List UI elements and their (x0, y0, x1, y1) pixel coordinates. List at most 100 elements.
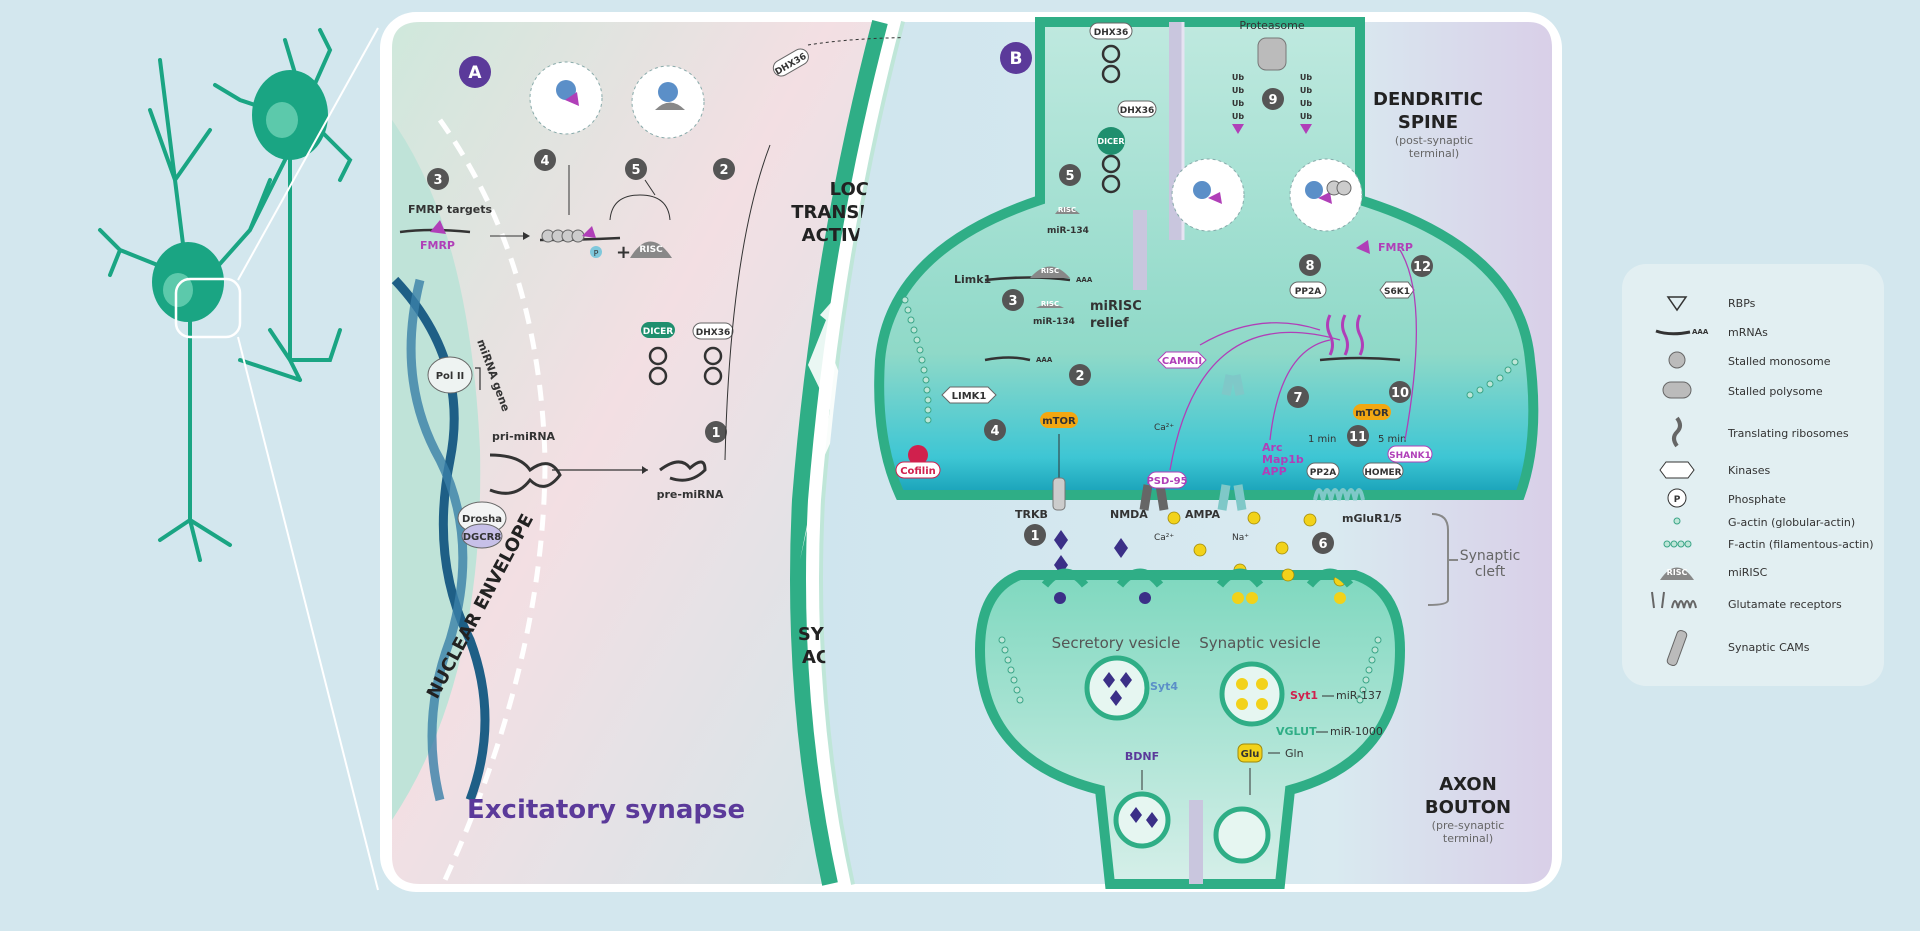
zoom-box (174, 277, 242, 339)
glutamate-receptor-icon (1651, 591, 1697, 609)
b-step-11-text: 11 (1349, 430, 1367, 445)
ub-label-2: Ub (1232, 86, 1244, 95)
b-step-9-text: 9 (1268, 93, 1277, 108)
aaa-b1: AAA (1076, 276, 1093, 284)
legend-item-10: miRISC (1728, 566, 1768, 579)
psd95-label: PSD-95 (1146, 476, 1187, 487)
b-step-5-text: 5 (1065, 169, 1074, 184)
arc-label: Arc (1262, 441, 1282, 454)
ub-label-5: Ub (1300, 73, 1312, 82)
b-step-2-text: 2 (1075, 369, 1084, 384)
fmrp-targets-label: FMRP targets (408, 203, 493, 216)
nuclear-envelope-line (437, 118, 548, 882)
bouton-sub-1: (pre-synaptic (1432, 819, 1505, 832)
ampa-label: AMPA (1185, 508, 1221, 521)
ub-label-4: Ub (1232, 112, 1244, 121)
b-step-12-text: 12 (1413, 260, 1431, 275)
legend: RBPs AAA mRNAs Stalled monosome Stalled … (1622, 264, 1884, 686)
map1b-label: Map1b (1262, 453, 1304, 466)
b-step-10 (1389, 381, 1411, 403)
dhx36-label-b1: DHX36 (1094, 28, 1128, 38)
b-step-4 (984, 419, 1006, 441)
ub-label-7: Ub (1300, 99, 1312, 108)
a-step-2-text: 2 (719, 163, 728, 178)
b-step-8-text: 8 (1305, 259, 1314, 274)
homer-label: HOMER (1364, 468, 1401, 478)
risc-b2: RISC (1041, 267, 1059, 275)
secretory-vesicle (1084, 655, 1150, 721)
kinase-icon (1659, 461, 1695, 479)
panel-b-badge-text: B (1010, 49, 1023, 69)
phosphate-a: P (594, 249, 599, 258)
app-label: APP (1262, 465, 1287, 478)
b-step-6-text: 6 (1318, 537, 1327, 552)
dendritic-spine (874, 17, 1539, 500)
fmrp-label-a: FMRP (420, 239, 455, 252)
stalled-polysome-a: P (539, 226, 621, 258)
relief-label: relief (1090, 316, 1129, 331)
limk1-mrna-label: Limk1 (954, 273, 991, 286)
legend-item-6: Kinases (1728, 464, 1770, 477)
b-step-6 (1312, 532, 1334, 554)
limk1-kinase-icon (941, 386, 997, 404)
release-sites (1041, 568, 1354, 588)
ub-label-1: Ub (1232, 73, 1244, 82)
drosha-label: Drosha (462, 514, 502, 525)
mir1000-label: miR-1000 (1330, 725, 1383, 738)
b-step-7 (1287, 386, 1309, 408)
panel-b: B DENDRITIC SPINE (post-synaptic termina… (823, 17, 1552, 889)
vglut-label: VGLUT (1276, 725, 1317, 738)
nmda-label: NMDA (1110, 508, 1148, 521)
legend-item-2: mRNAs (1728, 326, 1768, 339)
legend-item-12: Synaptic CAMs (1728, 641, 1810, 654)
synaptic-vesicle-label: Synaptic vesicle (1199, 634, 1320, 652)
panel-b-badge (1000, 42, 1032, 74)
legend-item-1: RBPs (1728, 297, 1756, 310)
synaptic-activity-bolt (800, 290, 850, 560)
dgcr8-label: DGCR8 (463, 532, 502, 543)
a-step-3-text: 3 (433, 173, 442, 188)
b-step-1-text: 1 (1030, 529, 1039, 544)
a-step-1 (705, 421, 727, 443)
b-step-5 (1059, 164, 1081, 186)
legend-risc: RISC (1667, 568, 1688, 577)
pri-mirna-label: pri-miRNA (492, 430, 556, 443)
secretory-vesicle-label: Secretory vesicle (1052, 634, 1181, 652)
ub-chain-left: Ub Ub Ub Ub (1232, 73, 1244, 134)
camkii-label: CAMKII (1162, 356, 1202, 367)
legend-item-8: G-actin (globular-actin) (1728, 516, 1855, 529)
legend-item-3: Stalled monosome (1728, 355, 1831, 368)
proteasome-label: Proteasome (1239, 19, 1304, 32)
stalled-polysome-icon (1662, 381, 1692, 399)
aaa-b2: AAA (1036, 356, 1053, 364)
b-step-10-text: 10 (1391, 386, 1409, 401)
pol2-label: Pol II (436, 371, 465, 382)
limk1-kinase-label: LIMK1 (952, 391, 987, 402)
bouton-title-1: AXON (1439, 774, 1497, 795)
spine-title-1: DENDRITIC (1373, 89, 1483, 110)
b-step-3-text: 3 (1008, 294, 1017, 309)
legend-p: P (1674, 495, 1681, 505)
legend-item-11: Glutamate receptors (1728, 598, 1842, 611)
synaptic-vesicle (1219, 661, 1285, 727)
risc-b1: RISC (1058, 206, 1076, 214)
dhx36-label-a1: DHX36 (696, 328, 730, 338)
b-step-1 (1024, 524, 1046, 546)
pre-mirna-label: pre-miRNA (657, 488, 724, 501)
mir134-label-1: miR-134 (1047, 226, 1089, 236)
panel-a-badge-text: A (468, 63, 482, 83)
mtor-label-1: mTOR (1042, 416, 1076, 427)
ca-label-1: Ca²⁺ (1154, 423, 1174, 433)
risc-b3: RISC (1041, 300, 1059, 308)
spine-title-2: SPINE (1398, 112, 1458, 133)
a-step-5-text: 5 (631, 163, 640, 178)
a-step-1-text: 1 (711, 426, 720, 441)
magenta-arrows (1169, 249, 1418, 471)
a-step-4 (534, 149, 556, 171)
bdnf-label: BDNF (1125, 750, 1159, 763)
translating-polysome-b (1326, 314, 1364, 356)
bouton-sub-2: terminal) (1443, 832, 1493, 845)
cofilin-label: Cofilin (900, 466, 936, 477)
glu-label: Glu (1241, 749, 1260, 760)
